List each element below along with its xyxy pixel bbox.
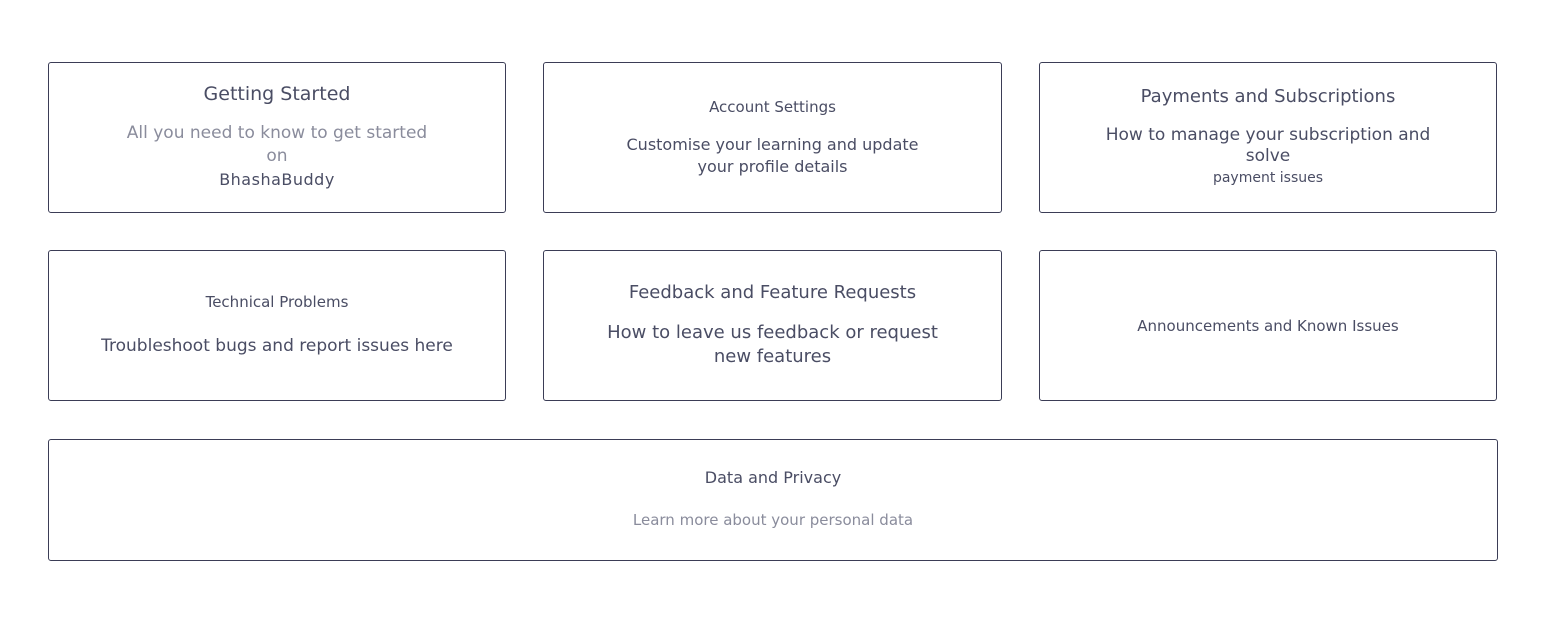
brand-name: BhashaBuddy <box>219 169 335 189</box>
card-data-privacy[interactable]: Data and Privacy Learn more about your p… <box>48 439 1498 561</box>
card-announcements-known-issues[interactable]: Announcements and Known Issues <box>1039 250 1497 401</box>
card-description-tail: payment issues <box>1212 170 1324 187</box>
card-title: Getting Started <box>203 83 351 106</box>
card-title: Feedback and Feature Requests <box>628 281 917 303</box>
card-title: Technical Problems <box>205 293 349 311</box>
card-title: Account Settings <box>709 97 836 116</box>
card-description-text: How to manage your subscription and solv… <box>1105 125 1431 167</box>
card-description: All you need to know to get started on B… <box>117 122 437 192</box>
card-description-text: All you need to know to get started on <box>126 122 428 166</box>
card-getting-started[interactable]: Getting Started All you need to know to … <box>48 62 506 213</box>
card-title: Announcements and Known Issues <box>1137 316 1399 335</box>
card-account-settings[interactable]: Account Settings Customise your learning… <box>543 62 1002 213</box>
card-title: Payments and Subscriptions <box>1140 85 1396 107</box>
card-description: Customise your learning and update your … <box>626 134 919 176</box>
card-technical-problems[interactable]: Technical Problems Troubleshoot bugs and… <box>48 250 506 401</box>
card-title: Data and Privacy <box>704 467 842 487</box>
card-description: Learn more about your personal data <box>632 511 914 530</box>
card-payments-subscriptions[interactable]: Payments and Subscriptions How to manage… <box>1039 62 1497 213</box>
card-feedback-feature-requests[interactable]: Feedback and Feature Requests How to lea… <box>543 250 1002 401</box>
card-description: Troubleshoot bugs and report issues here <box>101 336 453 356</box>
card-description: How to leave us feedback or request new … <box>607 322 938 368</box>
card-description: How to manage your subscription and solv… <box>1083 125 1453 189</box>
